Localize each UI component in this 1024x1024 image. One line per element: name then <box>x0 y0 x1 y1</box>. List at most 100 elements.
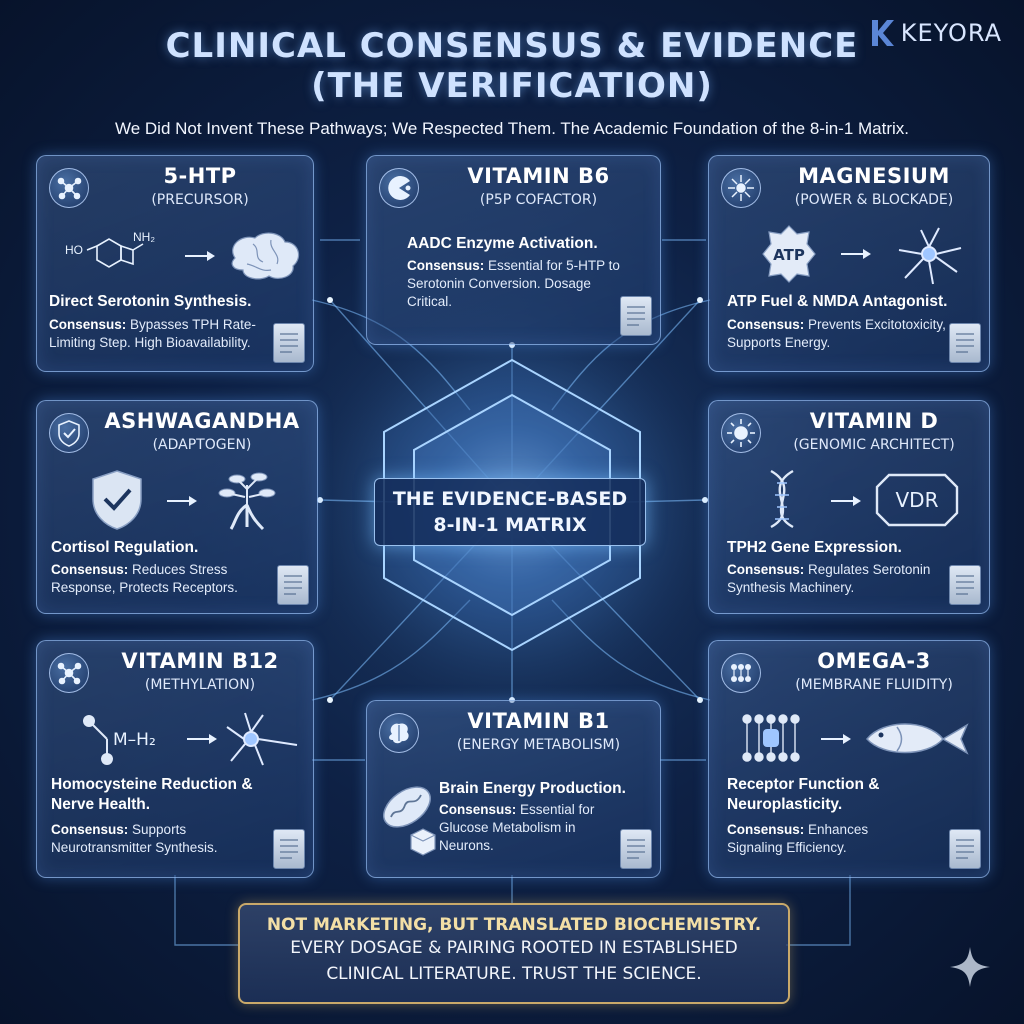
document-icon <box>273 829 305 869</box>
pacman-cofactor-icon <box>379 168 419 208</box>
page-title: CLINICAL CONSENSUS & EVIDENCE (THE VERIF… <box>0 26 1024 106</box>
footer-line-1: EVERY DOSAGE & PAIRING ROOTED IN ESTABLI… <box>290 938 738 958</box>
arrow-icon <box>185 251 215 261</box>
consensus-text: Essential for Glucose Metabolism in Neur… <box>439 802 595 853</box>
card-headline: Cortisol Regulation. <box>51 539 199 556</box>
card-vitamin-b1: VITAMIN B1 (ENERGY METABOLISM) Brain Ene… <box>366 700 661 878</box>
document-icon <box>949 323 981 363</box>
consensus-text: Regulates Serotonin Synthesis Machinery. <box>727 562 931 595</box>
document-icon <box>620 829 652 869</box>
footer-statement: NOT MARKETING, BUT TRANSLATED BIOCHEMIST… <box>238 903 790 1004</box>
card-title: VITAMIN D <box>809 409 939 433</box>
lipid-bilayer-icon <box>742 714 800 762</box>
card-diagram: ATP <box>749 222 979 288</box>
card-role: (ADAPTOGEN) <box>152 437 252 453</box>
consensus-label: Consensus: <box>727 317 805 332</box>
document-icon <box>620 296 652 336</box>
card-consensus: Consensus: Essential for 5-HTP to Seroto… <box>407 257 627 311</box>
center-matrix-label: THE EVIDENCE-BASED 8-IN-1 MATRIX <box>374 478 646 546</box>
dna-icon <box>770 469 794 529</box>
card-role: (P5P COFACTOR) <box>479 192 598 208</box>
brain-icon <box>379 713 419 753</box>
title-line-2: (THE VERIFICATION) <box>311 66 713 106</box>
consensus-text: Prevents Excitotoxicity, Supports Energy… <box>727 317 946 350</box>
neuron-icon <box>226 712 298 766</box>
consensus-label: Consensus: <box>439 802 517 817</box>
neuron-icon <box>898 227 962 285</box>
card-role: (METHYLATION) <box>144 677 256 693</box>
consensus-label: Consensus: <box>51 562 129 577</box>
consensus-label: Consensus: <box>727 822 805 837</box>
card-omega-3: OMEGA-3 (MEMBRANE FLUIDITY) Receptor Fun… <box>708 640 990 878</box>
card-headline: Homocysteine Reduction & Nerve Health. <box>51 776 253 813</box>
card-magnesium: MAGNESIUM (POWER & BLOCKADE) ATP ATP Fue… <box>708 155 990 372</box>
molecule-icon <box>49 168 89 208</box>
card-ashwagandha: ASHWAGANDHA (ADAPTOGEN) Cortisol Regulat… <box>36 400 318 614</box>
card-role: (POWER & BLOCKADE) <box>794 192 954 208</box>
card-role: (MEMBRANE FLUIDITY) <box>795 677 953 693</box>
brand-name: KEYORA <box>900 19 1002 47</box>
fish-icon <box>866 723 969 755</box>
card-vitamin-d: VITAMIN D (GENOMIC ARCHITECT) VDR TPH2 G… <box>708 400 990 614</box>
card-diagram <box>377 777 441 867</box>
atp-badge: ATP <box>773 246 805 264</box>
arrow-icon <box>831 496 861 506</box>
card-headline: TPH2 Gene Expression. <box>727 539 902 556</box>
cell-membrane-icon <box>721 653 761 693</box>
card-title: OMEGA-3 <box>817 649 931 673</box>
sparkle-icon <box>950 947 990 987</box>
indole-structure-icon <box>86 238 144 268</box>
shield-check-icon <box>92 470 142 530</box>
card-headline: ATP Fuel & NMDA Antagonist. <box>727 293 948 310</box>
vdr-receptor-icon: VDR <box>875 473 959 527</box>
card-consensus: Consensus: Regulates Serotonin Synthesis… <box>727 561 957 597</box>
card-diagram: M–H₂ <box>67 705 303 771</box>
footer-lead: NOT MARKETING, BUT TRANSLATED BIOCHEMIST… <box>266 915 762 935</box>
card-title: MAGNESIUM <box>798 164 950 188</box>
card-consensus: Consensus: Supports Neurotransmitter Syn… <box>51 821 271 857</box>
card-consensus: Consensus: Enhances Signaling Efficiency… <box>727 821 927 857</box>
page-subtitle: We Did Not Invent These Pathways; We Res… <box>114 119 910 138</box>
card-headline: Receptor Function & Neuroplasticity. <box>727 776 880 813</box>
mitochondria-icon <box>383 786 431 828</box>
card-diagram: HO NH₂ <box>57 224 307 286</box>
card-headline: Brain Energy Production. <box>439 780 626 797</box>
molecule-icon <box>49 653 89 693</box>
atom-icon <box>721 168 761 208</box>
brand-logo: KEYORA <box>869 18 1002 48</box>
card-headline: Direct Serotonin Synthesis. <box>49 293 252 310</box>
card-title: ASHWAGANDHA <box>104 409 300 433</box>
document-icon <box>277 565 309 605</box>
card-5htp: 5-HTP (PRECURSOR) HO NH₂ Direct Serotoni… <box>36 155 314 372</box>
card-consensus: Consensus: Essential for Glucose Metabol… <box>439 801 619 855</box>
consensus-label: Consensus: <box>51 822 129 837</box>
card-title: 5-HTP <box>163 164 237 188</box>
consensus-label: Consensus: <box>727 562 805 577</box>
consensus-label: Consensus: <box>49 317 127 332</box>
formula-label-ho: HO <box>65 243 83 257</box>
atp-gear-icon: ATP <box>762 225 816 283</box>
footer-line-2: CLINICAL LITERATURE. TRUST THE SCIENCE. <box>326 964 702 984</box>
card-headline: AADC Enzyme Activation. <box>407 235 598 252</box>
card-title: VITAMIN B12 <box>121 649 279 673</box>
arrow-icon <box>167 496 197 506</box>
consensus-text: Essential for 5-HTP to Serotonin Convers… <box>407 258 620 309</box>
vdr-label: VDR <box>896 488 939 512</box>
card-title: VITAMIN B6 <box>467 164 610 188</box>
card-role: (GENOMIC ARCHITECT) <box>793 437 955 453</box>
center-line-2: 8-IN-1 MATRIX <box>433 514 587 536</box>
arrow-icon <box>821 734 851 744</box>
card-role: (PRECURSOR) <box>151 192 249 208</box>
document-icon <box>949 829 981 869</box>
consensus-label: Consensus: <box>407 258 485 273</box>
card-diagram: VDR <box>749 467 979 533</box>
sun-icon <box>721 413 761 453</box>
consensus-text: Bypasses TPH Rate-Limiting Step. High Bi… <box>49 317 256 350</box>
methyl-molecule-icon: M–H₂ <box>83 715 156 765</box>
card-diagram <box>87 467 307 533</box>
card-title: VITAMIN B1 <box>467 709 610 733</box>
card-consensus: Consensus: Bypasses TPH Rate-Limiting St… <box>49 316 275 352</box>
formula-label-nh2: NH₂ <box>133 230 155 244</box>
consensus-text: Supports Neurotransmitter Synthesis. <box>51 822 218 855</box>
document-icon <box>273 323 305 363</box>
